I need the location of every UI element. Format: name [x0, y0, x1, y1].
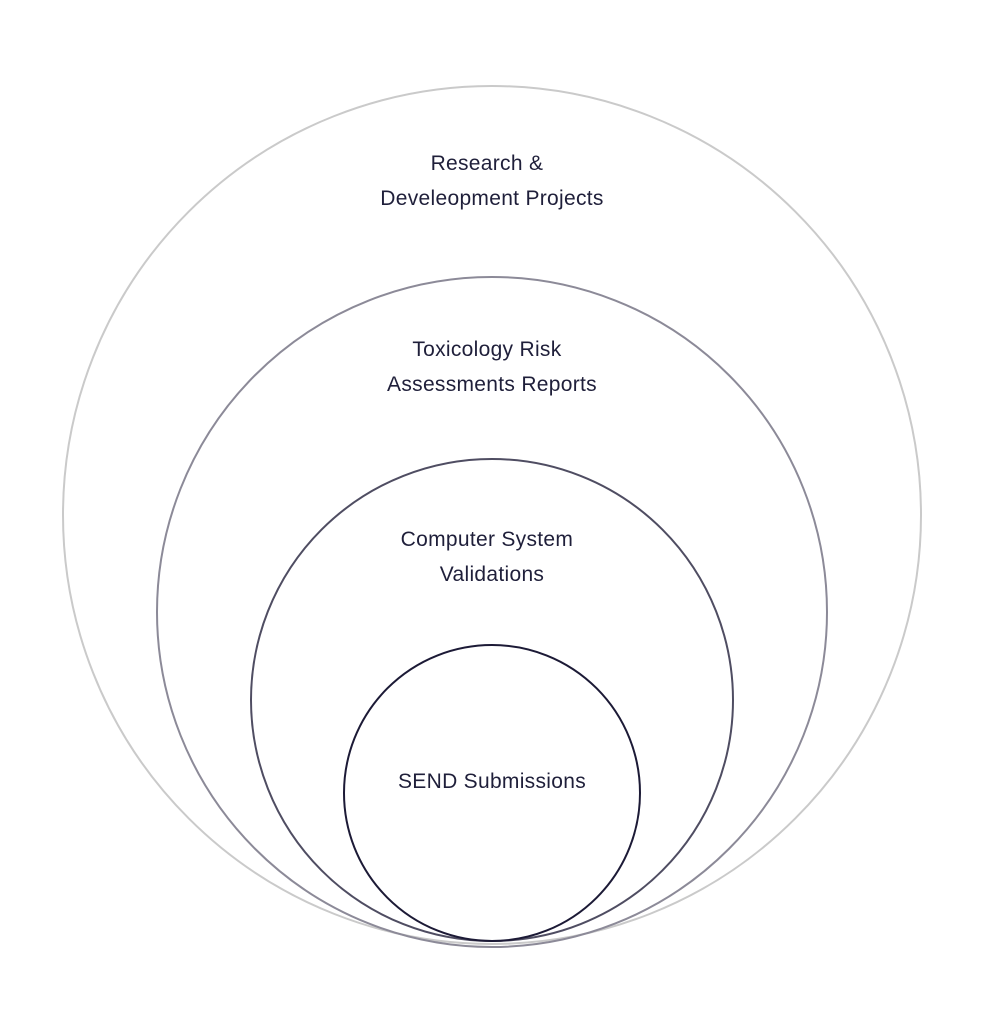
- ring-research-development-label-line-1: Research &: [431, 152, 544, 175]
- ring-research-development-circle: [62, 85, 922, 945]
- ring-toxicology-risk-label-line-1: Toxicology Risk: [412, 338, 561, 361]
- ring-computer-system-validations: Computer System Validations: [250, 458, 734, 942]
- ring-research-development: Research & Develeopment Projects: [62, 85, 922, 945]
- ring-computer-system-validations-label: Computer System Validations: [401, 528, 580, 586]
- ring-send-submissions-circle: [343, 644, 641, 942]
- ring-toxicology-risk-circle: [156, 276, 828, 948]
- ring-computer-system-validations-label-line-2: Validations: [440, 563, 544, 586]
- ring-toxicology-risk-label: Toxicology Risk Assessments Reports: [387, 338, 597, 396]
- ring-toxicology-risk-label-line-2: Assessments Reports: [387, 373, 597, 396]
- ring-computer-system-validations-label-line-1: Computer System: [401, 528, 574, 551]
- ring-research-development-label: Research & Develeopment Projects: [380, 152, 603, 210]
- ring-send-submissions-label: SEND Submissions: [398, 770, 586, 793]
- ring-toxicology-risk: Toxicology Risk Assessments Reports: [156, 276, 828, 948]
- ring-send-submissions: SEND Submissions: [343, 644, 641, 942]
- ring-research-development-label-line-2: Develeopment Projects: [380, 187, 603, 210]
- ring-send-submissions-label-line-1: SEND Submissions: [398, 770, 586, 793]
